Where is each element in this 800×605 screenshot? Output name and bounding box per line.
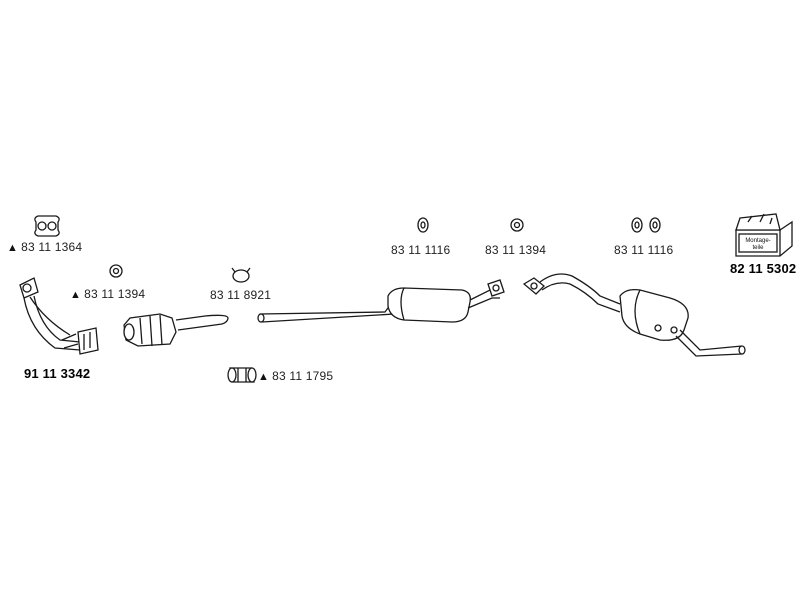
label-front-downpipe: 91 11 3342 [24, 366, 90, 381]
part-code: 91 11 3342 [24, 366, 91, 381]
mounting-kit-box-icon: Montage- teile [735, 213, 793, 257]
o-ring-rear-icon [510, 218, 524, 232]
label-o-ring-rear: 83 11 1394 [485, 243, 546, 257]
part-code: 83 11 1795 [272, 369, 334, 383]
warning-triangle-icon: ▲ [70, 289, 82, 301]
warning-triangle-icon: ▲ [258, 371, 270, 383]
part-code: 82 11 5302 [730, 261, 797, 276]
catalytic-converter-icon [123, 313, 229, 347]
front-downpipe-icon [19, 277, 99, 355]
part-code: 83 11 1364 [21, 240, 83, 254]
warning-triangle-icon: ▲ [7, 242, 19, 254]
clamp-band-icon [231, 267, 251, 283]
label-o-ring-front: ▲83 11 1394 [70, 287, 145, 301]
manifold-gasket-icon [34, 215, 60, 237]
o-ring-front-icon [109, 264, 123, 278]
connector-sleeve-icon [227, 367, 257, 383]
mounting-kit-box-text-2: teile [752, 245, 764, 251]
o-ring-middle-icon [417, 217, 429, 233]
part-code: 83 11 8921 [210, 288, 272, 302]
rear-silencer-icon [522, 273, 746, 357]
label-o-ring-middle: 83 11 1116 [391, 243, 450, 257]
part-code: 83 11 1394 [485, 243, 547, 257]
middle-silencer-icon [257, 279, 505, 323]
part-code: 83 11 1394 [84, 287, 146, 301]
o-rings-end-icon [631, 217, 661, 233]
label-manifold-gasket: ▲83 11 1364 [7, 240, 82, 254]
label-clamp-band: 83 11 8921 [210, 288, 271, 302]
part-code: 83 11 1116 [391, 243, 451, 257]
mounting-kit-box-text-1: Montage- [745, 238, 770, 244]
part-code: 83 11 1116 [614, 243, 674, 257]
label-connector-sleeve: ▲83 11 1795 [258, 369, 333, 383]
label-o-rings-end: 83 11 1116 [614, 243, 673, 257]
label-mounting-kit: 82 11 5302 [730, 261, 796, 276]
